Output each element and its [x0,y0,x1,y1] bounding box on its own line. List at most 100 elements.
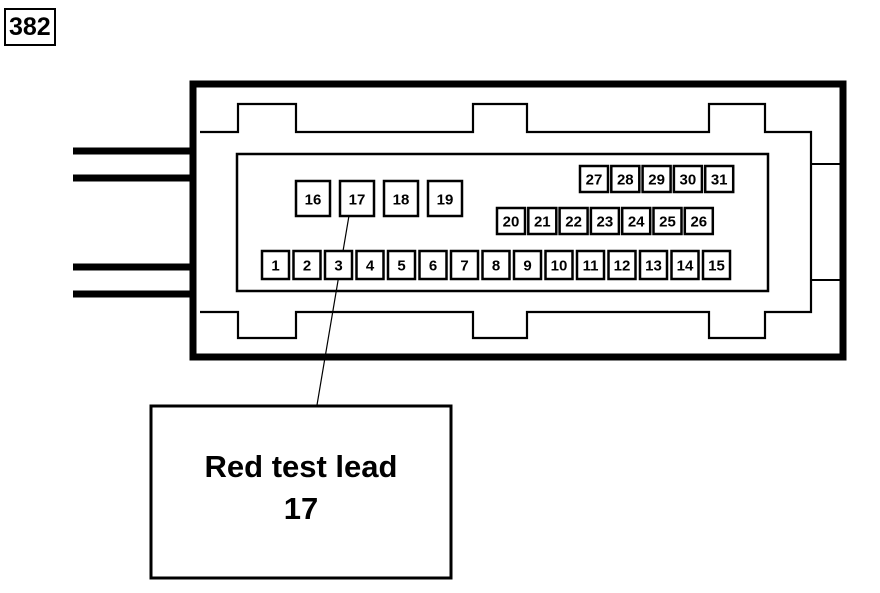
pin-box [338,179,376,218]
pin-label: 5 [397,257,405,274]
pin-label: 4 [366,257,375,274]
pin-label: 2 [303,257,311,274]
pin-box [701,249,732,281]
pin-box [512,249,543,281]
pin-14: 14 [670,249,700,281]
pin-label: 21 [534,213,551,230]
pin-label: 18 [393,191,410,208]
pin-16: 16 [294,179,332,218]
pin-box [683,206,715,236]
pin-label: 1 [271,257,279,274]
callout-line-2: 17 [283,491,319,526]
pin-26: 26 [683,206,715,236]
pin-label: 6 [429,257,437,274]
pin-13: 13 [638,249,669,281]
pin-30: 30 [672,164,704,194]
pin-label: 29 [648,171,665,188]
pin-box [481,249,511,281]
pin-27: 27 [578,164,610,194]
pin-box [558,206,589,236]
pin-box [294,179,332,218]
pin-label: 16 [305,191,322,208]
callout-label: Red test lead 17 [152,446,450,530]
pin-19: 19 [426,179,464,218]
pin-label: 10 [551,257,568,274]
pin-label: 11 [583,257,599,274]
pin-label: 23 [597,213,614,230]
pin-label: 22 [565,213,582,230]
pin-box [449,249,480,281]
pin-1: 1 [260,249,291,281]
pin-label: 19 [437,191,454,208]
pin-label: 3 [334,257,342,274]
pin-label: 15 [708,257,725,274]
pin-12: 12 [607,249,637,281]
pin-20: 20 [495,206,527,236]
pin-22: 22 [558,206,589,236]
pin-label: 7 [460,257,468,274]
pin-box [260,249,291,281]
pin-25: 25 [652,206,683,236]
pin-label: 13 [645,257,662,274]
pin-box [652,206,683,236]
pin-17: 17 [338,179,376,218]
pin-18: 18 [382,179,420,218]
pin-box [607,249,637,281]
pin-23: 23 [589,206,621,236]
pin-box [495,206,527,236]
pin-label: 24 [628,213,645,230]
pin-box [426,179,464,218]
pin-11: 11 [575,249,606,281]
pin-label: 26 [690,213,707,230]
callout-leader-line [316,191,354,406]
pin-21: 21 [527,206,558,236]
pin-box [544,249,574,281]
pin-box [670,249,700,281]
pin-box [703,164,735,194]
pin-label: 25 [659,213,676,230]
pin-24: 24 [620,206,652,236]
pin-box [672,164,704,194]
pin-box [292,249,322,281]
pin-label: 12 [614,257,631,274]
pin-box [575,249,606,281]
pin-label: 20 [503,213,520,230]
pin-9: 9 [512,249,543,281]
pin-box [578,164,610,194]
pin-6: 6 [418,249,448,281]
callout-line-1: Red test lead [204,449,398,484]
pin-label: 27 [586,171,603,188]
pin-31: 31 [703,164,735,194]
pin-29: 29 [641,164,672,194]
pin-label: 14 [677,257,694,274]
pin-15: 15 [701,249,732,281]
pin-box [386,249,417,281]
pin-label: 9 [523,257,531,274]
pin-10: 10 [544,249,574,281]
pin-box [638,249,669,281]
pin-7: 7 [449,249,480,281]
pin-box [610,164,641,194]
pin-label: 30 [680,171,697,188]
pin-4: 4 [355,249,385,281]
pin-box [589,206,621,236]
callout-box [149,404,453,580]
pin-box [641,164,672,194]
pin-5: 5 [386,249,417,281]
connector-inner-cavity [200,102,813,340]
figure-tag: 382 [4,8,56,46]
pin-label: 31 [711,171,728,188]
pin-28: 28 [610,164,641,194]
pin-box [527,206,558,236]
pin-label: 8 [492,257,500,274]
pin-8: 8 [481,249,511,281]
pin-2: 2 [292,249,322,281]
pin-box [418,249,448,281]
pin-box [355,249,385,281]
pin-box [620,206,652,236]
pin-box [382,179,420,218]
pin-label: 28 [617,171,634,188]
